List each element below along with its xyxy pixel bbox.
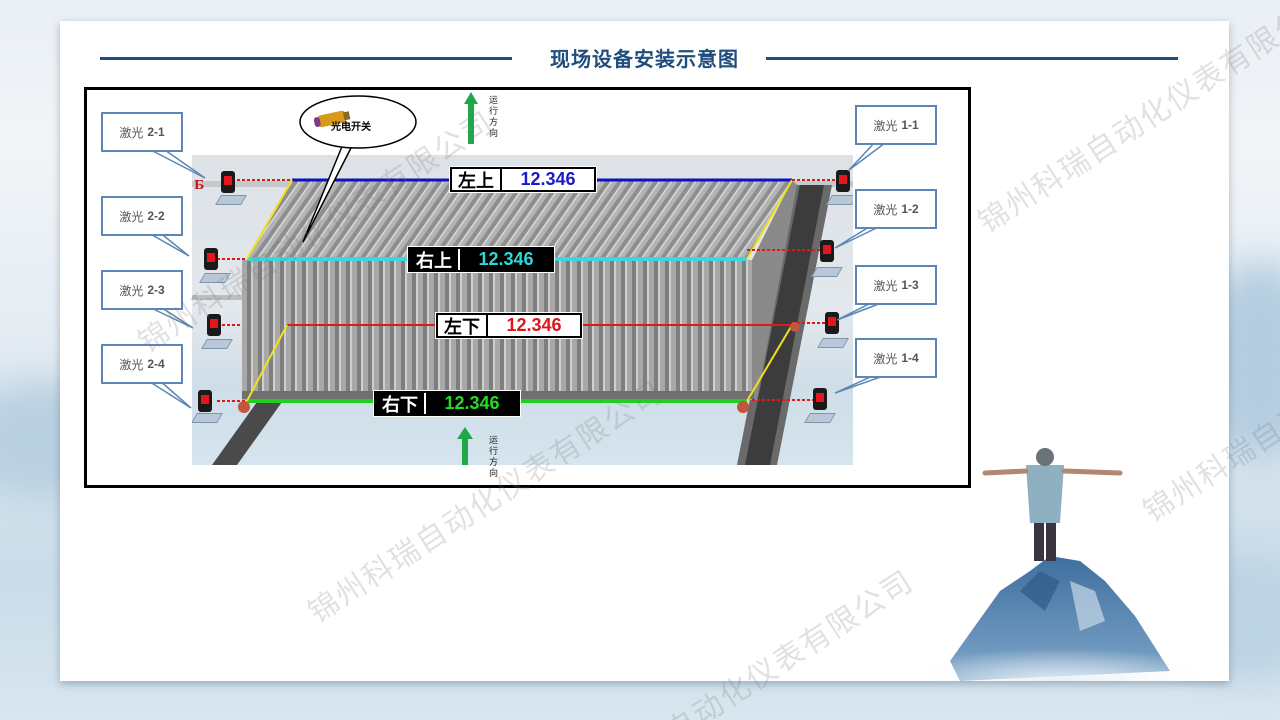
callout-text: 激光 <box>119 209 144 224</box>
callout-id: 1-3 <box>901 278 919 292</box>
direction-label-top: 运行方向 <box>489 96 499 139</box>
measurement-value: 12.346 <box>502 169 594 190</box>
measurement-top-right: 右上 12.346 <box>408 247 554 272</box>
callout-id: 2-3 <box>147 283 165 297</box>
laser-sensor-2-1 <box>221 171 235 193</box>
photo-switch-label: 光电开关 <box>331 122 371 133</box>
page-title: 现场设备安装示意图 <box>550 47 739 71</box>
measurement-bottom-left: 左下 12.346 <box>436 313 582 338</box>
laser-sensor-1-1 <box>836 170 850 192</box>
callout-text: 激光 <box>873 202 898 217</box>
direction-label-bottom: 运行方向 <box>489 436 499 479</box>
callout-id: 1-1 <box>901 118 919 132</box>
measurement-bottom-right: 右下 12.346 <box>374 391 520 416</box>
svg-text:Б: Б <box>194 178 204 192</box>
laser-sensor-1-2 <box>820 240 834 262</box>
container-scene: Б 左上 12.346 右 <box>192 155 853 465</box>
callout-text: 激光 <box>873 351 898 366</box>
laser-sensor-2-3 <box>207 314 221 336</box>
measurement-value: 12.346 <box>460 249 552 270</box>
laser-sensor-1-4 <box>813 388 827 410</box>
laser-sensor-1-3 <box>825 312 839 334</box>
callout-text: 激光 <box>119 357 144 372</box>
measurement-value: 12.346 <box>426 393 518 414</box>
callout-text: 激光 <box>873 278 898 293</box>
callout-text: 激光 <box>119 125 144 140</box>
title-rule-left <box>100 57 512 60</box>
callout-text: 激光 <box>873 118 898 133</box>
laser-sensor-2-2 <box>204 248 218 270</box>
measurement-key: 左下 <box>438 315 488 337</box>
callout-id: 2-4 <box>147 357 165 371</box>
laser-sensor-2-4 <box>198 390 212 412</box>
measurement-key: 右上 <box>410 249 460 271</box>
slide: 现场设备安装示意图 <box>60 0 1280 681</box>
callout-id: 2-1 <box>147 125 165 139</box>
diagram-frame: Б 左上 12.346 右 <box>84 87 971 488</box>
title-rule-right <box>766 57 1178 60</box>
measurement-key: 左上 <box>452 169 502 191</box>
callout-id: 2-2 <box>147 209 165 223</box>
callout-id: 1-2 <box>901 202 919 216</box>
measurement-key: 右下 <box>376 393 426 415</box>
photo-switch-bubble <box>299 95 417 243</box>
measurement-top-left: 左上 12.346 <box>450 167 596 192</box>
direction-arrow-icon <box>457 427 473 465</box>
measurement-value: 12.346 <box>488 315 580 336</box>
direction-arrow-icon <box>464 92 478 144</box>
callout-id: 1-4 <box>901 351 919 365</box>
mountain-person-image <box>930 448 1210 681</box>
callout-text: 激光 <box>119 283 144 298</box>
callout-pointers <box>144 139 892 409</box>
watermark: 锦州科瑞自动化仪表有限公司 <box>972 0 1280 241</box>
